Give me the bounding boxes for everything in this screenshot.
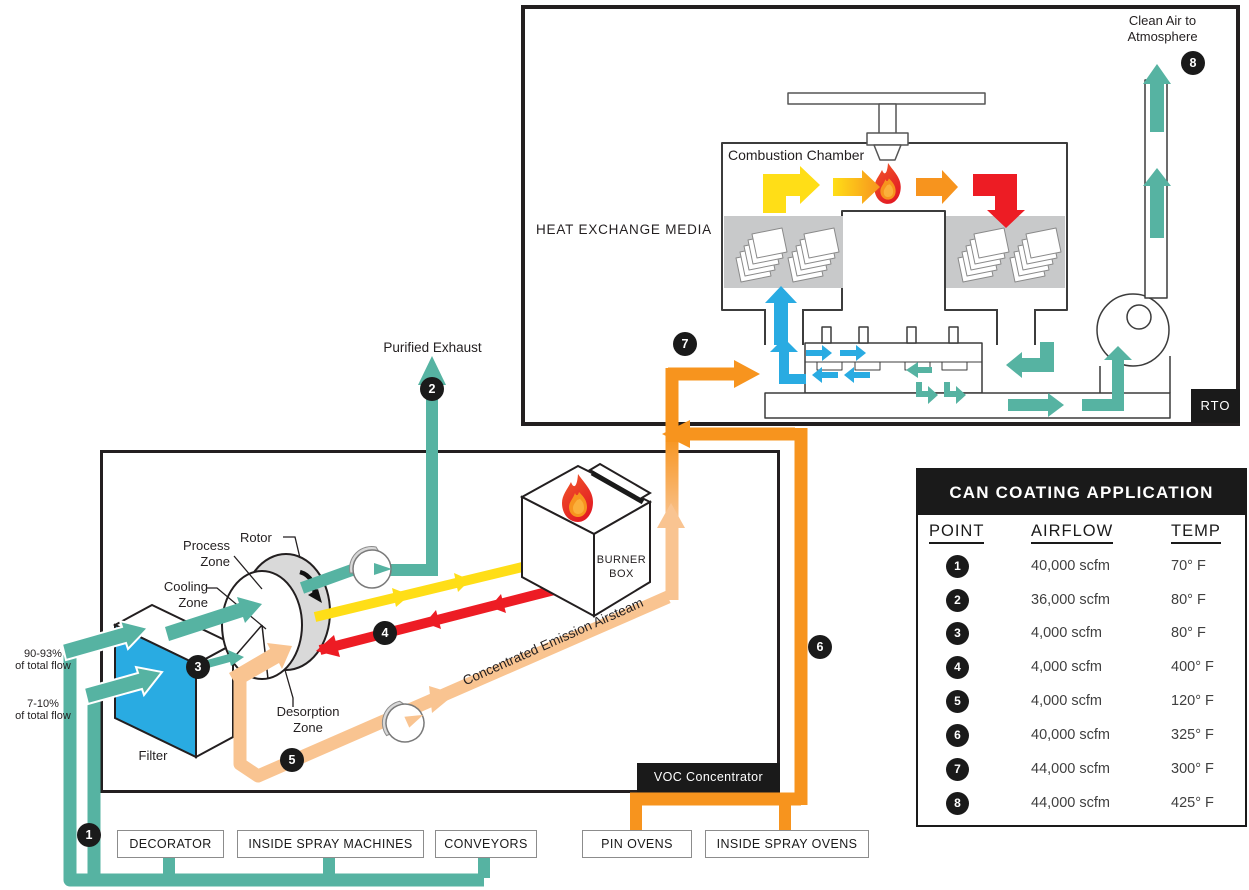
valve-stem xyxy=(948,326,959,344)
source-box-inside-spray-machines: INSIDE SPRAY MACHINES xyxy=(237,830,424,858)
concentrated-pipe xyxy=(233,591,671,783)
burner-box-icon xyxy=(519,462,653,618)
table-row: 2 36,000 scfm 80° F xyxy=(918,589,1245,613)
source-box-pin-ovens: PIN OVENS xyxy=(582,830,692,858)
application-table: CAN COATING APPLICATION POINT AIRFLOW TE… xyxy=(916,468,1247,827)
clean-flow-arrow-right xyxy=(1008,393,1064,417)
exhaust-fan-icon xyxy=(1096,293,1170,367)
desorption-zone-label: Desorption Zone xyxy=(276,704,340,735)
row-point-badge: 3 xyxy=(946,622,969,645)
row-airflow: 36,000 scfm xyxy=(1031,592,1110,608)
table-row: 5 4,000 scfm 120° F xyxy=(918,690,1245,714)
purified-exhaust-label: Purified Exhaust xyxy=(383,340,482,355)
clean-flow-elbow-right xyxy=(1006,342,1054,378)
row-airflow: 4,000 scfm xyxy=(1031,693,1102,709)
hot-flow-arrow-gradient xyxy=(833,170,880,204)
heat-exchange-media-label: HEAT EXCHANGE MEDIA xyxy=(536,222,712,237)
row-temp: 425° F xyxy=(1171,795,1214,811)
table-row: 6 40,000 scfm 325° F xyxy=(918,724,1245,748)
row-airflow: 40,000 scfm xyxy=(1031,727,1110,743)
row-airflow: 44,000 scfm xyxy=(1031,795,1110,811)
row-temp: 80° F xyxy=(1171,592,1206,608)
row-point-badge: 7 xyxy=(946,758,969,781)
voc-unit xyxy=(60,356,685,887)
burner-box-label: BURNER BOX xyxy=(596,554,647,580)
rto-tag: RTO xyxy=(1191,389,1240,423)
combustion-chamber-label: Combustion Chamber xyxy=(728,147,865,163)
row-temp: 70° F xyxy=(1171,558,1206,574)
hot-flow-arrow-orange xyxy=(916,170,958,204)
column-header-airflow: AIRFLOW xyxy=(1031,522,1114,544)
point-badge-6: 6 xyxy=(808,635,832,659)
row-point-badge: 2 xyxy=(946,589,969,612)
process-zone-label: Process Zone xyxy=(183,538,230,569)
hot-flow-arrow-yellow xyxy=(763,166,820,213)
valve-stem xyxy=(906,326,917,344)
row-temp: 120° F xyxy=(1171,693,1214,709)
row-temp: 80° F xyxy=(1171,625,1206,641)
oven-exhaust-pipes xyxy=(630,367,808,830)
row-point-badge: 4 xyxy=(946,656,969,679)
point-badge-8: 8 xyxy=(1181,51,1205,75)
table-row: 7 44,000 scfm 300° F xyxy=(918,758,1245,782)
row-point-badge: 1 xyxy=(946,555,969,578)
cooling-air-arrow xyxy=(207,650,244,668)
stack-arrow xyxy=(1143,168,1171,238)
cooling-zone-label: Cooling Zone xyxy=(163,579,208,610)
point-badge-1: 1 xyxy=(77,823,101,847)
row-airflow: 4,000 scfm xyxy=(1031,625,1102,641)
table-row: 3 4,000 scfm 80° F xyxy=(918,622,1245,646)
row-temp: 325° F xyxy=(1171,727,1214,743)
flow-high-arrow xyxy=(60,619,150,662)
filter-label: Filter xyxy=(138,748,168,763)
source-box-inside-spray-ovens: INSIDE SPRAY OVENS xyxy=(705,830,869,858)
flow-high-label: 90-93% of total flow xyxy=(15,648,71,672)
voc-tag: VOC Concentrator xyxy=(637,763,780,792)
point-badge-4: 4 xyxy=(373,621,397,645)
rotor-label: Rotor xyxy=(240,530,272,545)
stack-arrow-top xyxy=(1143,64,1171,132)
clean-air-label: Clean Air to Atmosphere xyxy=(1127,13,1198,44)
point-badge-5: 5 xyxy=(280,748,304,772)
row-temp: 400° F xyxy=(1171,659,1214,675)
point-badge-2: 2 xyxy=(420,377,444,401)
source-box-decorator: DECORATOR xyxy=(117,830,224,858)
source-box-conveyors: CONVEYORS xyxy=(435,830,537,858)
column-header-point: POINT xyxy=(929,522,985,544)
row-airflow: 4,000 scfm xyxy=(1031,659,1102,675)
table-row: 1 40,000 scfm 70° F xyxy=(918,555,1245,579)
rto-unit xyxy=(721,64,1171,419)
hot-flow-arrow-red xyxy=(973,174,1025,228)
valve-stem xyxy=(821,326,832,344)
valve-stem xyxy=(858,326,869,344)
clean-flow-elbow-up xyxy=(1082,346,1132,411)
row-temp: 300° F xyxy=(1171,761,1214,777)
process-air-arrow xyxy=(165,597,262,641)
row-point-badge: 8 xyxy=(946,792,969,815)
cold-flow-arrow-up xyxy=(765,286,797,345)
row-point-badge: 5 xyxy=(946,690,969,713)
gas-burner-pipe xyxy=(787,92,986,161)
flow-low-label: 7-10% of total flow xyxy=(15,698,71,722)
table-row: 4 4,000 scfm 400° F xyxy=(918,656,1245,680)
emission-fan-icon xyxy=(374,694,431,751)
column-header-temp: TEMP xyxy=(1171,522,1221,544)
table-title: CAN COATING APPLICATION xyxy=(918,470,1245,515)
row-airflow: 44,000 scfm xyxy=(1031,761,1110,777)
row-point-badge: 6 xyxy=(946,724,969,747)
table-row: 8 44,000 scfm 425° F xyxy=(918,792,1245,816)
cold-flow-elbow xyxy=(770,338,806,384)
flow-low-arrow xyxy=(82,665,164,706)
point-badge-7: 7 xyxy=(673,332,697,356)
row-airflow: 40,000 scfm xyxy=(1031,558,1110,574)
rto-inlet-arrow xyxy=(734,360,760,388)
point-badge-3: 3 xyxy=(186,655,210,679)
